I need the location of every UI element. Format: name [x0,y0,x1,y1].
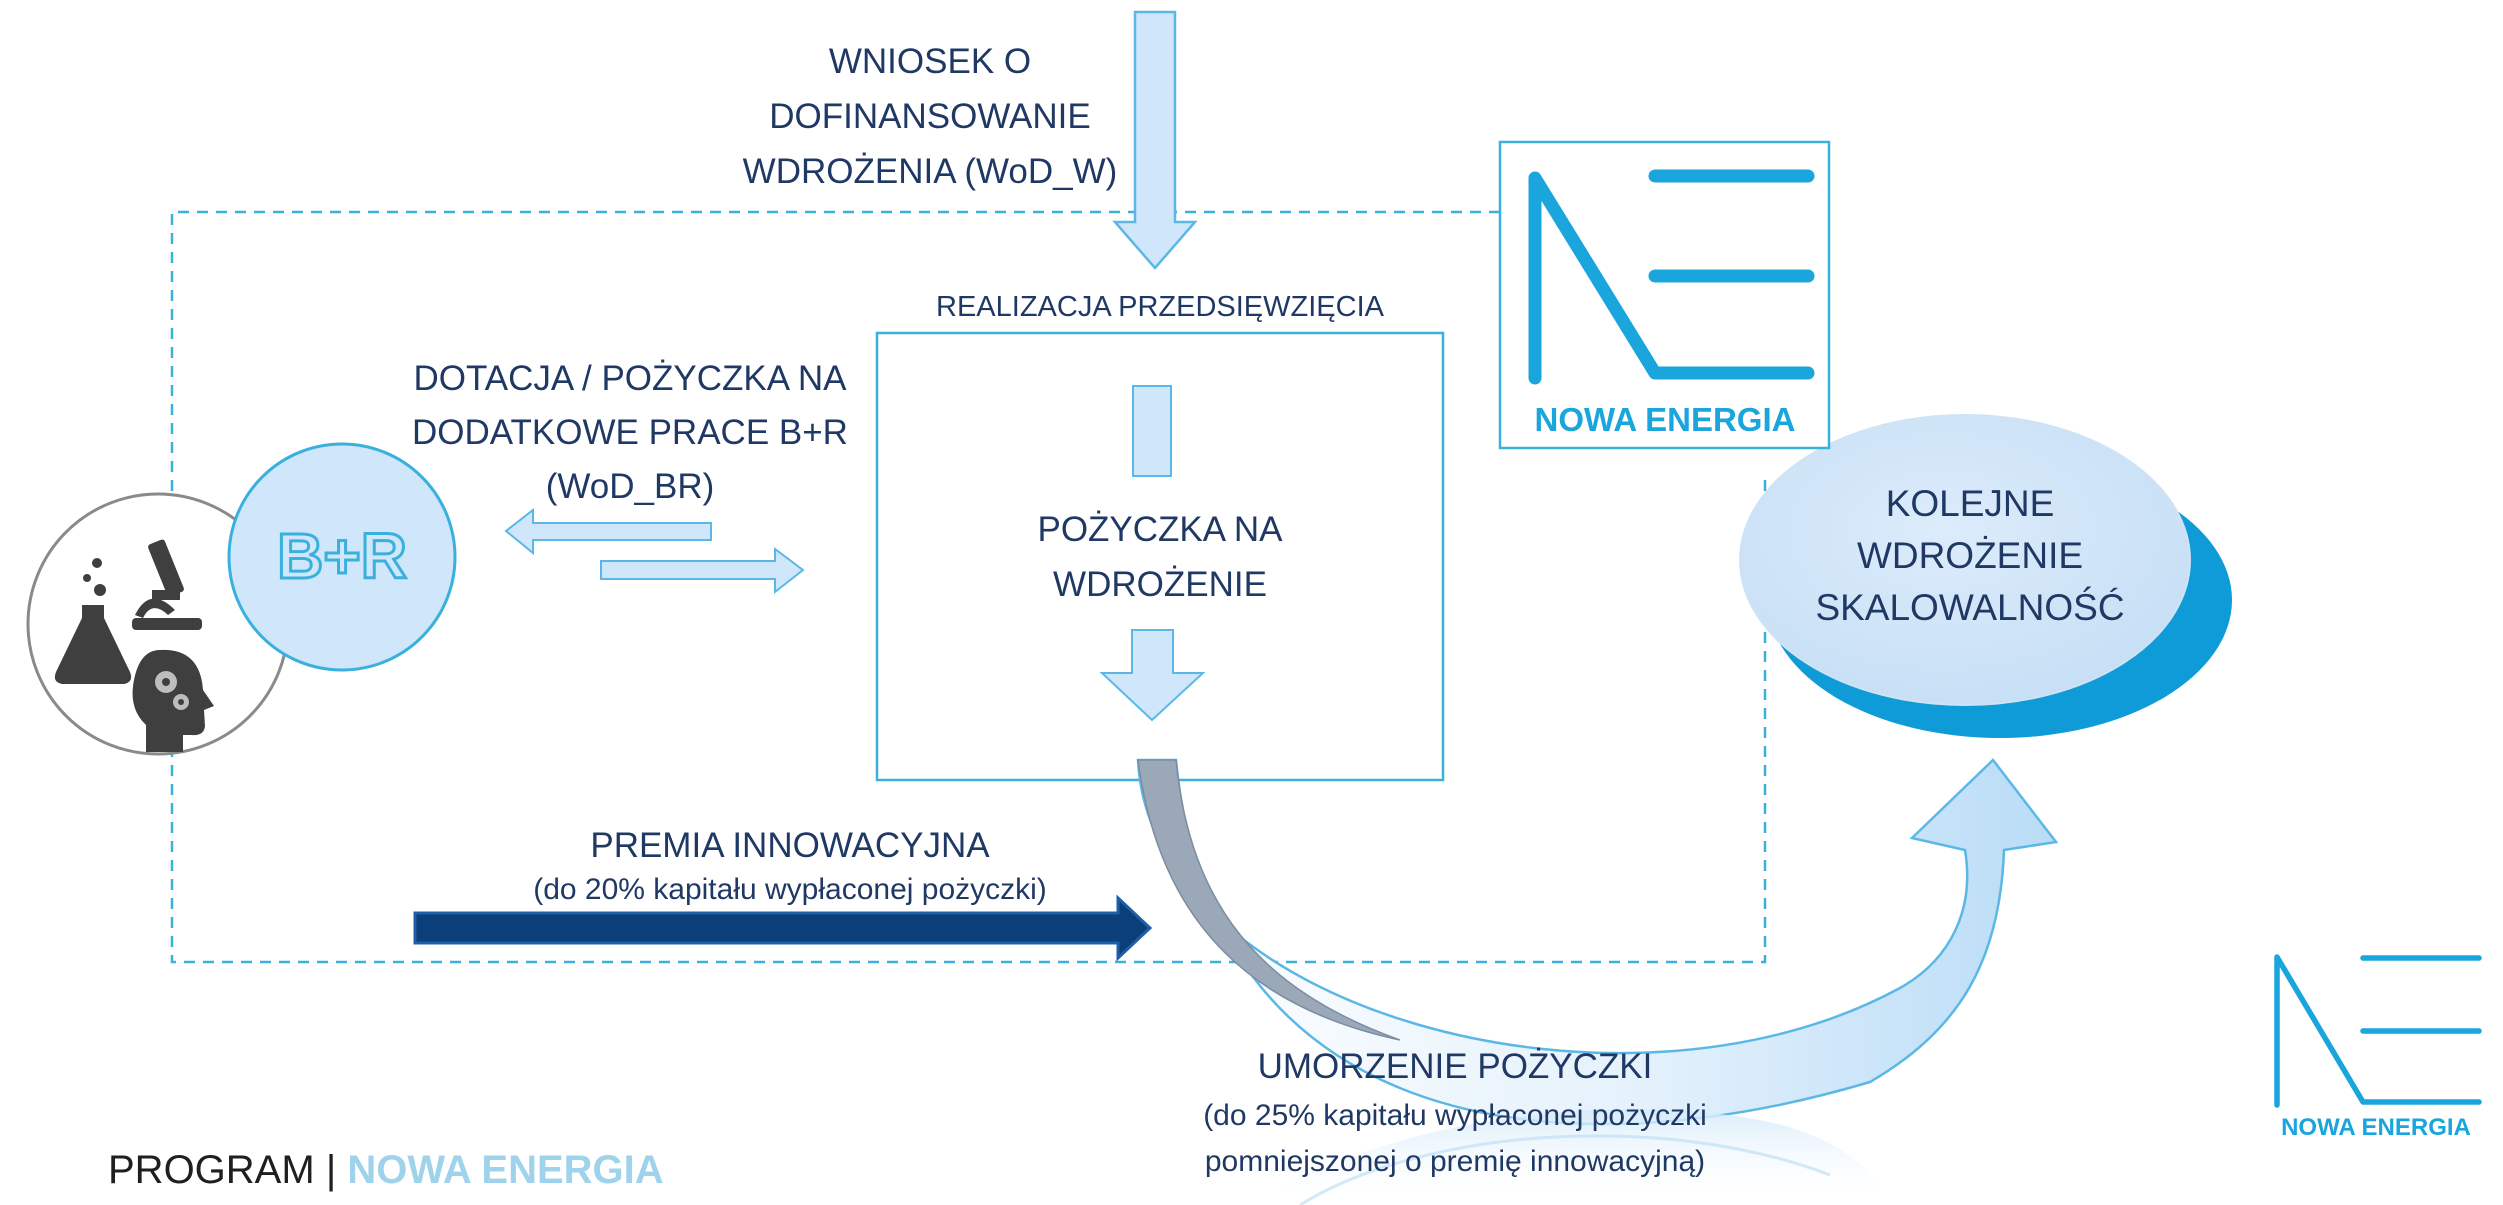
arrow-from-br [600,547,805,595]
premium-subtitle: (do 20% kapitału wypłaconej pożyczki) [533,873,1047,906]
inner-flow-bar [1132,385,1172,477]
br-circle-label: B+R [276,519,409,594]
top-arrow-label-line-1: WNIOSEK O [828,42,1032,81]
forgiveness-curve-arrow [1136,758,2059,1126]
forgiveness-subtitle-line-2: pomniejszonej o premię innowacyjną) [1204,1145,1706,1178]
flask-icon [54,558,132,684]
curve-reflection-line [1299,1134,1831,1205]
curve-grey-band [1137,759,1401,1041]
inner-down-arrow [1099,629,1206,722]
forgiveness-subtitle-line-1: (do 25% kapitału wypłaconej pożyczki [1203,1099,1707,1132]
next-step-label-line-1: KOLEJNE WDROŻENIE [1856,483,2084,576]
footer-separator: | [325,1148,337,1192]
small-logo-ne-mark [2274,954,2482,1108]
loan-label: POŻYCZKA NA WDROŻENIE [960,502,1360,612]
loan-label-line-1: POŻYCZKA NA [1037,510,1283,549]
loan-label-line-2: WDROŻENIE [1053,565,1267,604]
br-grant-label-line-3: (WoD_BR) [545,467,715,506]
forgiveness-title: UMORZENIE POŻYCZKI [1257,1047,1653,1086]
br-grant-label: DOTACJA / POŻYCZKA NA DODATKOWE PRACE B+… [390,352,870,514]
logo-text: NOWA ENERGIA [1534,401,1796,438]
head-gears-icon [132,649,214,752]
br-grant-label-line-2: DODATKOWE PRACE B+R [412,413,848,452]
logo-box [1498,140,1831,450]
small-logo-text: NOWA ENERGIA [2281,1114,2471,1141]
footer: PROGRAM | NOWA ENERGIA [108,1148,664,1193]
br-grant-label-line-1: DOTACJA / POŻYCZKA NA [413,359,847,398]
curve-reflection [1250,1109,1890,1205]
footer-name: NOWA ENERGIA [347,1148,664,1192]
top-input-arrow [1112,10,1198,270]
premium-title: PREMIA INNOWACYJNA [590,826,990,865]
top-arrow-label: WNIOSEK O DOFINANSOWANIE WDROŻENIA (WoD_… [700,34,1160,199]
microscope-icon [132,539,202,630]
logo-ne-mark [1528,169,1815,385]
next-step-ellipse [1739,414,2191,706]
arrow-to-br [504,507,712,556]
footer-program: PROGRAM [108,1148,315,1192]
realization-title: REALIZACJA PRZEDSIĘWZIĘCIA [936,291,1384,323]
premium-arrow [413,894,1153,962]
top-arrow-label-line-2: DOFINANSOWANIE [769,97,1091,136]
top-arrow-label-line-3: WDROŻENIA (WoD_W) [742,152,1118,191]
br-circle [227,442,457,672]
dashed-program-boundary [170,210,1767,964]
next-step-label-line-2: SKALOWALNOŚĆ [1815,587,2125,628]
forgiveness-subtitle: (do 25% kapitału wypłaconej pożyczki pom… [1080,1093,1830,1185]
next-step-label: KOLEJNE WDROŻENIE SKALOWALNOŚĆ [1780,478,2160,634]
